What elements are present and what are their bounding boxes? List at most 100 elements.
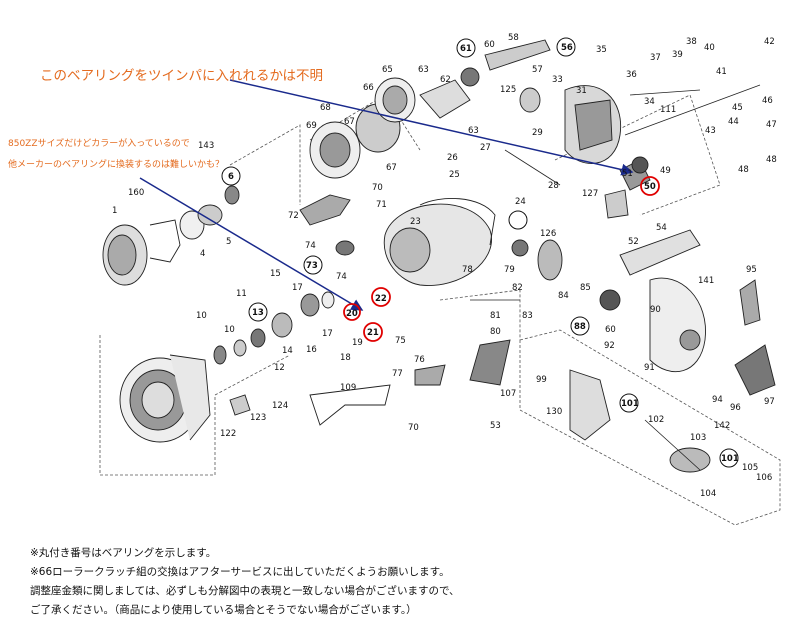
part-label: 46 [762,96,773,106]
part-label: 62 [440,75,451,85]
part-label: 96 [730,403,741,413]
part-label: 68 [320,103,331,113]
part-label: 16 [306,345,317,355]
bearing-highlights [343,176,660,342]
part-label: 71 [376,200,387,210]
part-label: 1 [112,206,117,216]
part-label: 105 [742,463,758,473]
part-label: 39 [672,50,683,60]
part-label: 42 [764,37,775,47]
part-label: 102 [648,415,664,425]
part-label: 97 [764,397,775,407]
part-label: 124 [272,401,288,411]
part-label: 36 [626,70,637,80]
part-label: 122 [220,429,236,439]
part-label: 160 [128,188,144,198]
part-label: 60 [484,40,495,50]
part-label: 95 [746,265,757,275]
part-label: 78 [462,265,473,275]
part-label: 41 [716,67,727,77]
part-label: 17 [292,283,303,293]
part-label: 25 [449,170,460,180]
part-label: 81 [490,311,501,321]
part-label: 50 [644,182,656,192]
part-label: 107 [500,389,516,399]
part-label: 37 [650,53,661,63]
size-note-line2: 他メーカーのベアリングに換装するのは難しいかも？ [8,160,225,170]
part-label: 69 [306,121,317,131]
part-label: 80 [490,327,501,337]
part-label: 14 [282,346,293,356]
part-label: 104 [700,489,716,499]
part-label: 6 [228,172,234,182]
part-label: 27 [480,143,491,153]
part-label: 20 [346,309,358,319]
part-label: 76 [414,355,425,365]
part-label: 12 [274,363,285,373]
part-label: 31 [576,86,587,96]
part-label: 123 [250,413,266,423]
part-label: 111 [660,105,676,115]
part-label: 143 [198,141,214,151]
shafts [470,84,761,471]
part-label: 19 [352,338,363,348]
part-label: 47 [766,120,777,130]
footnote-bearing: ※丸付き番号はベアリングを示します。 [30,547,217,559]
part-label: 58 [508,33,519,43]
part-label: 126 [540,229,556,239]
part-label: 106 [756,473,772,483]
part-label: 22 [375,294,387,304]
part-label: 141 [698,276,714,286]
part-label: 125 [500,85,516,95]
body-assembly [299,39,776,473]
part-label: 44 [728,117,739,127]
part-label: 75 [395,336,406,346]
part-label: 142 [714,421,730,431]
part-label: 53 [490,421,501,431]
footnote-roller-clutch: ※66ローラークラッチ組の交換はアフターサービスに出していただくようお願いします… [30,566,450,578]
part-label: 74 [336,272,347,282]
part-label: 70 [408,423,419,433]
part-label: 13 [252,308,264,318]
part-label: 101 [721,454,739,464]
part-label: 60 [605,325,616,335]
part-label: 34 [644,97,655,107]
part-label: 83 [522,311,533,321]
part-label: 61 [460,44,472,54]
part-label: 67 [344,117,355,127]
part-label: 4 [200,249,205,259]
part-label: 10 [196,311,207,321]
part-labels: 1 4 5 6 143 160 10 10 11 12 13 14 15 16 … [112,33,777,499]
part-label: 54 [656,223,667,233]
annotation-arrows [139,79,634,311]
part-label: 84 [558,291,569,301]
part-label: 127 [582,189,598,199]
part-label: 15 [270,269,281,279]
size-note-line1: 850ZZサイズだけどカラーが入っているので [8,139,190,149]
part-label: 70 [372,183,383,193]
part-label: 18 [340,353,351,363]
part-label: 91 [644,363,655,373]
part-label: 48 [738,165,749,175]
part-label: 94 [712,395,723,405]
part-label: 130 [546,407,562,417]
twin-power-note: このベアリングをツインパに入れれるかは不明 [40,68,323,84]
part-label: 24 [515,197,526,207]
part-label: 40 [704,43,715,53]
part-label: 90 [650,305,661,315]
bearing-callouts [221,37,739,468]
part-label: 51 [622,169,633,179]
part-label: 10 [224,325,235,335]
part-label: 63 [418,65,429,75]
part-label: 103 [690,433,706,443]
part-label: 74 [305,241,316,251]
part-label: 92 [604,341,615,351]
part-label: 29 [532,128,543,138]
part-label: 82 [512,283,523,293]
part-label: 33 [552,75,563,85]
part-label: 101 [621,399,639,409]
part-label: 67 [386,163,397,173]
part-label: 65 [382,65,393,75]
part-label: 23 [410,217,421,227]
part-label: 11 [236,289,247,299]
